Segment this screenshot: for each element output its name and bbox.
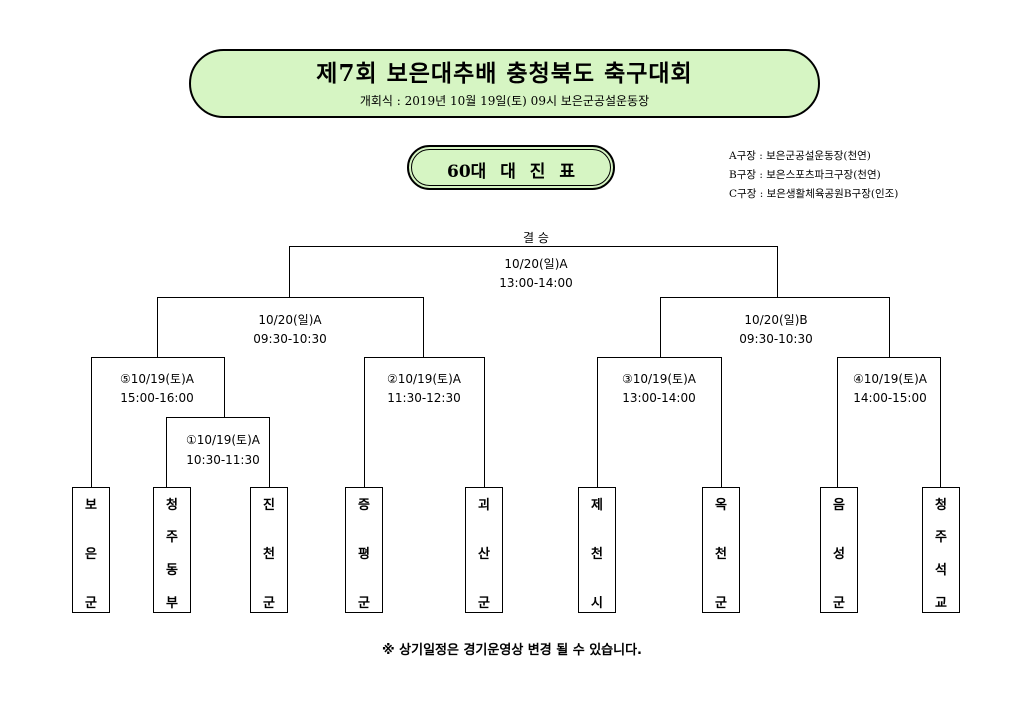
team-char: 군 bbox=[478, 596, 490, 611]
title-banner bbox=[189, 49, 820, 118]
match4-date: ④10/19(토)A bbox=[853, 372, 927, 386]
match5-date: ⑤10/19(토)A bbox=[120, 372, 194, 386]
team-char: 시 bbox=[591, 596, 603, 611]
team-char: 제 bbox=[591, 498, 603, 513]
team-char: 은 bbox=[85, 547, 97, 562]
team-char: 교 bbox=[935, 596, 947, 611]
m1-line bbox=[166, 417, 270, 418]
team-jincheon: 진 천 군 bbox=[250, 487, 288, 613]
match4-time: 14:00-15:00 bbox=[853, 391, 927, 405]
team-char: 보 bbox=[85, 498, 97, 513]
match1-date: ①10/19(토)A bbox=[186, 433, 260, 447]
m2-drop-1 bbox=[364, 357, 365, 487]
semi-right-time: 09:30-10:30 bbox=[739, 332, 813, 346]
team-char: 동 bbox=[166, 563, 178, 578]
m1-drop-1 bbox=[166, 417, 167, 487]
semi-left-drop-2 bbox=[423, 297, 424, 358]
m3-line bbox=[597, 357, 722, 358]
semi-right-line bbox=[660, 297, 890, 298]
m4-line bbox=[837, 357, 941, 358]
semi-right-date: 10/20(일)B bbox=[744, 313, 808, 327]
team-char: 군 bbox=[358, 596, 370, 611]
semi-right-drop-2 bbox=[889, 297, 890, 358]
team-char: 군 bbox=[715, 596, 727, 611]
final-title: 결 승 bbox=[523, 231, 549, 245]
m5-drop-2 bbox=[224, 357, 225, 418]
division-title: 60대 대 진 표 bbox=[447, 162, 575, 182]
schedule-change-note: ※ 상기일정은 경기운영상 변경 될 수 있습니다. bbox=[381, 643, 642, 658]
team-char: 증 bbox=[358, 498, 370, 513]
venue-c: C구장 : 보은생활체육공원B구장(인조) bbox=[729, 188, 899, 200]
match5-time: 15:00-16:00 bbox=[120, 391, 194, 405]
team-char: 괴 bbox=[478, 498, 490, 513]
venue-a: A구장 : 보은군공설운동장(천연) bbox=[729, 150, 871, 162]
team-char: 천 bbox=[263, 547, 275, 562]
team-goesan: 괴 산 군 bbox=[465, 487, 503, 613]
final-line bbox=[289, 246, 778, 247]
final-right-drop bbox=[777, 246, 778, 298]
m2-drop-2 bbox=[484, 357, 485, 487]
team-boeun: 보 은 군 bbox=[72, 487, 110, 613]
semi-left-line bbox=[157, 297, 424, 298]
team-char: 옥 bbox=[715, 498, 727, 513]
team-char: 청 bbox=[166, 498, 178, 513]
team-char: 부 bbox=[166, 596, 178, 611]
semi-left-drop-1 bbox=[157, 297, 158, 358]
team-char: 주 bbox=[166, 530, 178, 545]
team-okcheon: 옥 천 군 bbox=[702, 487, 740, 613]
m3-drop-2 bbox=[721, 357, 722, 487]
page-title: 제7회 보은대추배 충청북도 축구대회 bbox=[316, 60, 693, 87]
match3-date: ③10/19(토)A bbox=[622, 372, 696, 386]
team-char: 평 bbox=[358, 547, 370, 562]
team-char: 천 bbox=[591, 547, 603, 562]
venue-b: B구장 : 보은스포츠파크구장(천연) bbox=[729, 169, 881, 181]
m3-drop-1 bbox=[597, 357, 598, 487]
m5-line bbox=[91, 357, 225, 358]
semi-left-date: 10/20(일)A bbox=[258, 313, 322, 327]
team-char: 청 bbox=[935, 498, 947, 513]
m1-drop-2 bbox=[269, 417, 270, 487]
m5-drop-1 bbox=[91, 357, 92, 487]
m4-drop-2 bbox=[940, 357, 941, 487]
team-char: 군 bbox=[85, 596, 97, 611]
final-time: 13:00-14:00 bbox=[499, 276, 573, 290]
final-left-drop bbox=[289, 246, 290, 298]
match3-time: 13:00-14:00 bbox=[622, 391, 696, 405]
final-date: 10/20(일)A bbox=[504, 257, 568, 271]
match2-date: ②10/19(토)A bbox=[387, 372, 461, 386]
semi-right-drop-1 bbox=[660, 297, 661, 358]
match1-time: 10:30-11:30 bbox=[186, 453, 260, 467]
team-char: 음 bbox=[833, 498, 845, 513]
team-jeungpyeong: 증 평 군 bbox=[345, 487, 383, 613]
division-banner bbox=[407, 145, 615, 190]
team-eumseong: 음 성 군 bbox=[820, 487, 858, 613]
opening-ceremony-info: 개회식 : 2019년 10월 19일(토) 09시 보은군공설운동장 bbox=[359, 94, 650, 108]
team-char: 주 bbox=[935, 530, 947, 545]
team-char: 진 bbox=[263, 498, 275, 513]
team-char: 군 bbox=[833, 596, 845, 611]
division-banner-inner bbox=[411, 149, 611, 186]
m2-line bbox=[364, 357, 485, 358]
team-char: 천 bbox=[715, 547, 727, 562]
semi-left-time: 09:30-10:30 bbox=[253, 332, 327, 346]
m4-drop-1 bbox=[837, 357, 838, 487]
team-char: 군 bbox=[263, 596, 275, 611]
team-cheongju-seokgyo: 청 주 석 교 bbox=[922, 487, 960, 613]
match2-time: 11:30-12:30 bbox=[387, 391, 461, 405]
team-char: 석 bbox=[935, 563, 947, 578]
team-char: 성 bbox=[833, 547, 845, 562]
team-char: 산 bbox=[478, 547, 490, 562]
team-jecheon: 제 천 시 bbox=[578, 487, 616, 613]
team-cheongju-dongbu: 청 주 동 부 bbox=[153, 487, 191, 613]
